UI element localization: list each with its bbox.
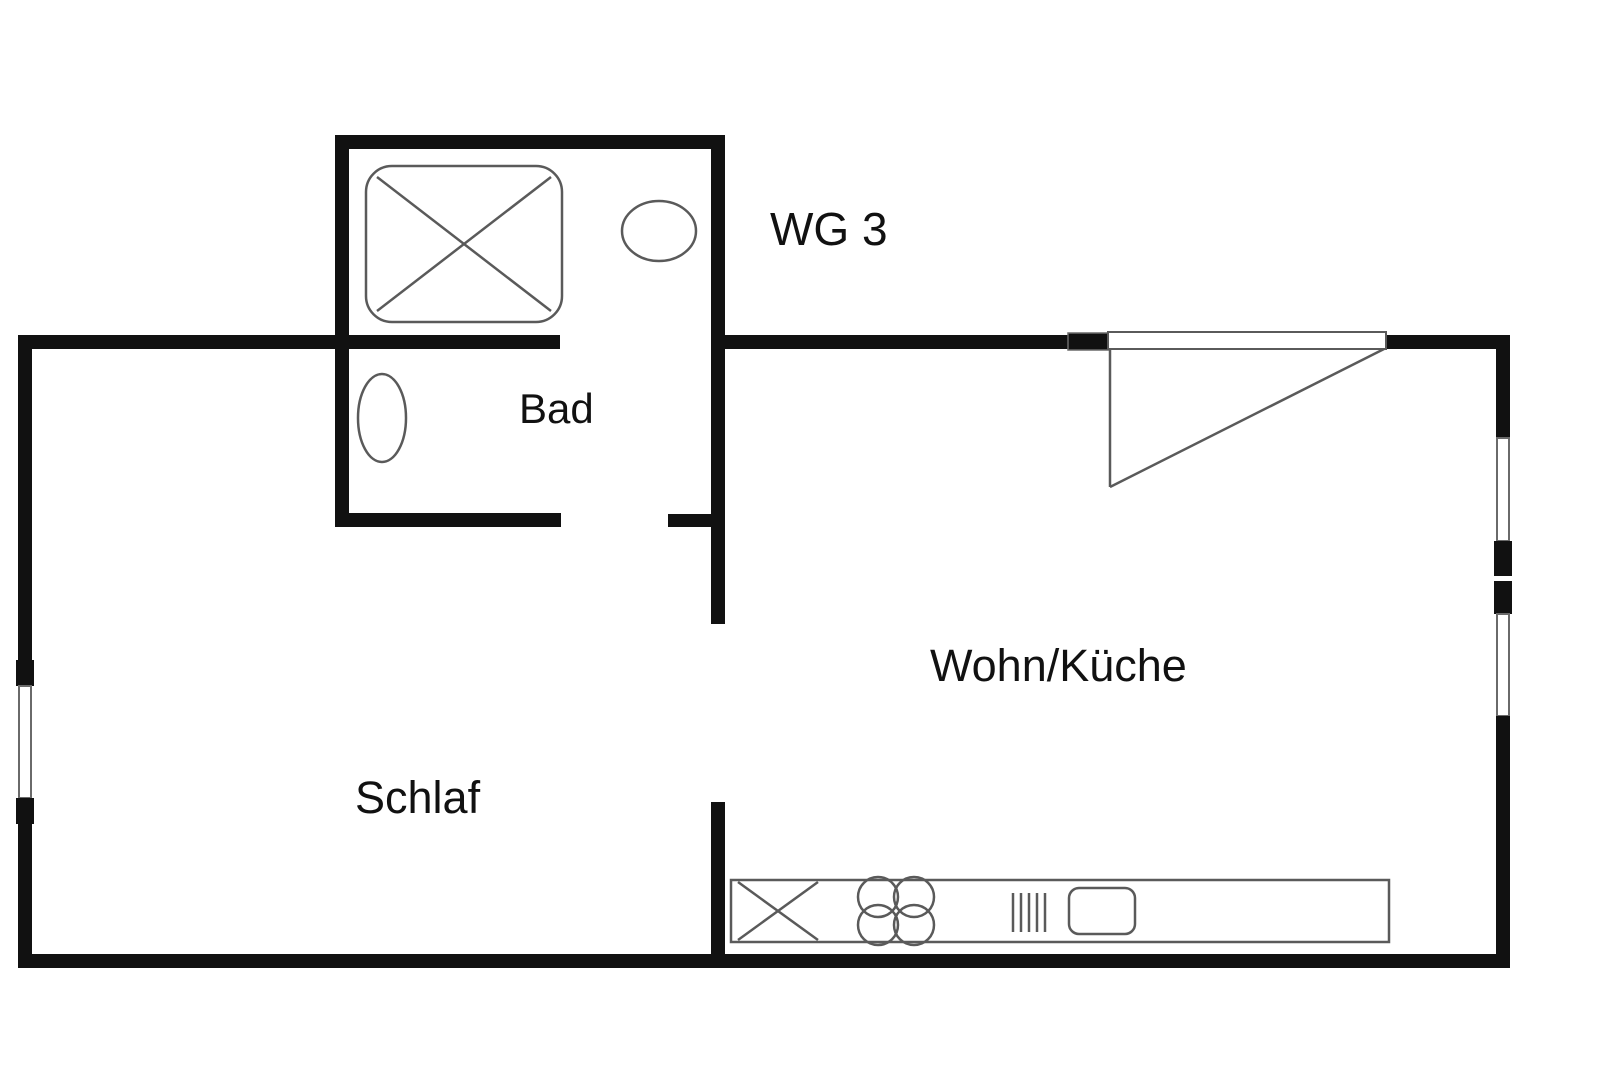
wall-left-lower xyxy=(18,822,32,968)
wall-right-lower xyxy=(1496,716,1510,966)
fixture-group-kitchen xyxy=(729,875,1391,947)
wall-left-window-jamb-bottom xyxy=(16,798,34,824)
wall-top-left xyxy=(18,335,560,349)
wall-right-mid-pier xyxy=(1494,541,1512,576)
wall-bottom xyxy=(18,954,1510,968)
window-left xyxy=(18,685,32,799)
wall-right-mid-pier-b xyxy=(1494,581,1512,614)
wall-group-interior xyxy=(711,802,725,962)
room-label-wg3: WG 3 xyxy=(770,203,888,255)
wall-bath-north xyxy=(335,135,725,149)
kitchen-counter-icon xyxy=(729,878,1391,944)
wall-right-upper xyxy=(1496,335,1510,438)
wall-partition-lower xyxy=(711,802,725,962)
cooktop-burner-1 xyxy=(856,875,900,919)
window-right-lower xyxy=(1496,613,1510,717)
sink-basin-icon xyxy=(620,199,698,263)
room-label-bad: Bad xyxy=(519,385,594,432)
cooktop-burner-4 xyxy=(892,903,936,947)
fixture-group-bathroom xyxy=(356,164,698,464)
wall-top-right-a xyxy=(712,335,1082,349)
room-label-wohn-kueche: Wohn/Küche xyxy=(930,640,1187,691)
door-jamb-left xyxy=(1067,332,1111,351)
wall-left-window-jamb-top xyxy=(16,660,34,686)
wall-top-right-b xyxy=(1370,335,1510,349)
appliance-x-diagonal-b xyxy=(737,880,819,942)
shower-tray-icon xyxy=(364,164,564,324)
wall-door-jamb-stub xyxy=(668,514,714,527)
wall-bath-west-upper xyxy=(335,135,349,335)
kitchen-sink-icon xyxy=(1067,886,1137,936)
cooktop-burner-3 xyxy=(856,903,900,947)
door-leaf xyxy=(1107,331,1387,350)
window-right-upper xyxy=(1496,437,1510,542)
wall-bath-south xyxy=(335,513,561,527)
room-label-schlaf: Schlaf xyxy=(355,772,481,823)
wall-bath-east xyxy=(711,135,725,624)
door-swing-arc xyxy=(1109,347,1385,489)
wall-group-bathroom xyxy=(335,135,725,624)
toilet-icon xyxy=(356,372,408,464)
fixture-group-entry-door xyxy=(1067,331,1387,489)
wall-bath-west-lower xyxy=(335,349,349,527)
wall-group-outer xyxy=(16,335,1512,968)
wall-left-upper xyxy=(18,335,32,665)
shower-tray-diagonal-b xyxy=(376,176,552,312)
cooktop-burner-2 xyxy=(892,875,936,919)
